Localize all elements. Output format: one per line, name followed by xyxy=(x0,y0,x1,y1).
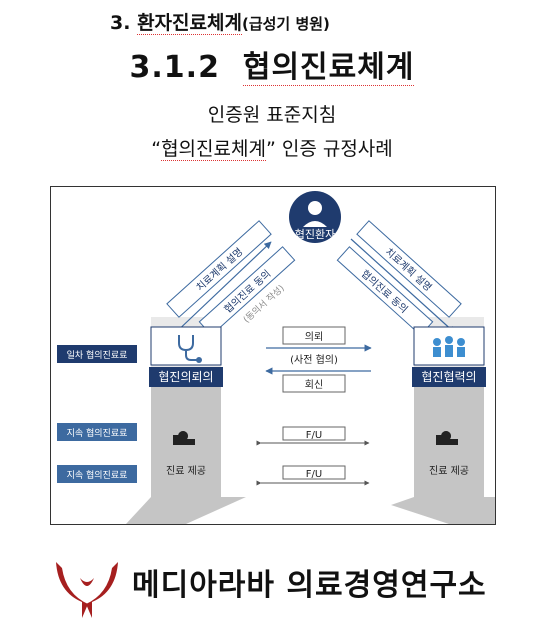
fu1-label: F/U xyxy=(306,430,322,441)
right-physician-box: 협진협력의 xyxy=(412,326,486,387)
left-care-group: 진료 제공 xyxy=(166,431,206,477)
row-label-2: 지속 협의진료료 xyxy=(67,427,128,439)
reply-box xyxy=(282,374,346,393)
consultation-diagram: 협진환자 치료계획 설명 협의진료 동의 (동의서 작성) 치료계획 설명 협의… xyxy=(50,186,496,525)
horns-logo-icon xyxy=(56,562,118,618)
left-to-patient-line xyxy=(170,241,272,338)
left-care-label: 진료 제공 xyxy=(166,465,206,477)
reply-label: 회신 xyxy=(305,379,323,391)
right-downward-arrow xyxy=(391,382,495,524)
right-care-label: 진료 제공 xyxy=(429,465,469,477)
left-box-label: 협진의뢰의 xyxy=(158,370,213,384)
hand-care-icon xyxy=(173,431,195,445)
right-care-group: 진료 제공 xyxy=(429,431,469,477)
subtitle-guideline: 인증원 표준지침 xyxy=(207,104,337,126)
right-box-label: 협진협력의 xyxy=(421,370,476,384)
row-label-2-box xyxy=(57,423,137,441)
left-downward-arrow xyxy=(126,382,246,524)
request-label: 의뢰 xyxy=(305,331,323,343)
fu2-label: F/U xyxy=(306,469,322,480)
left-outer-band: 치료계획 설명 xyxy=(166,220,272,318)
hand-care-icon xyxy=(436,431,458,445)
fu2-box xyxy=(282,465,346,480)
left-outer-band-label: 치료계획 설명 xyxy=(194,246,245,294)
subtitle-case: “협의진료체계” 인증 규정사례 xyxy=(151,138,393,161)
patient-to-right-line xyxy=(350,238,456,334)
left-physician-box: 협진의뢰의 xyxy=(149,326,223,387)
patient-icon xyxy=(308,201,322,215)
row-label-1-box xyxy=(57,345,137,363)
pre-consult-label: (사전 협의) xyxy=(290,353,338,366)
patient-node: 협진환자 xyxy=(289,191,341,243)
row-label-3-box xyxy=(57,465,137,483)
stethoscope-icon xyxy=(178,335,197,361)
row-label-3: 지속 협의진료료 xyxy=(67,469,128,481)
patient-label: 협진환자 xyxy=(295,228,335,241)
request-box xyxy=(282,326,346,345)
row-label-1: 일차 협의진료료 xyxy=(67,349,128,361)
fu1-box xyxy=(282,426,346,441)
page-title: 3.1.2 협의진료체계 xyxy=(129,50,415,86)
section-heading: 3. 환자진료체계(급성기 병원) xyxy=(110,12,330,35)
organization-name: 메디아라바 의료경영연구소 xyxy=(132,568,487,603)
diagram-svg: 협진환자 치료계획 설명 협의진료 동의 (동의서 작성) 치료계획 설명 협의… xyxy=(57,191,495,524)
group-icon xyxy=(433,336,465,357)
